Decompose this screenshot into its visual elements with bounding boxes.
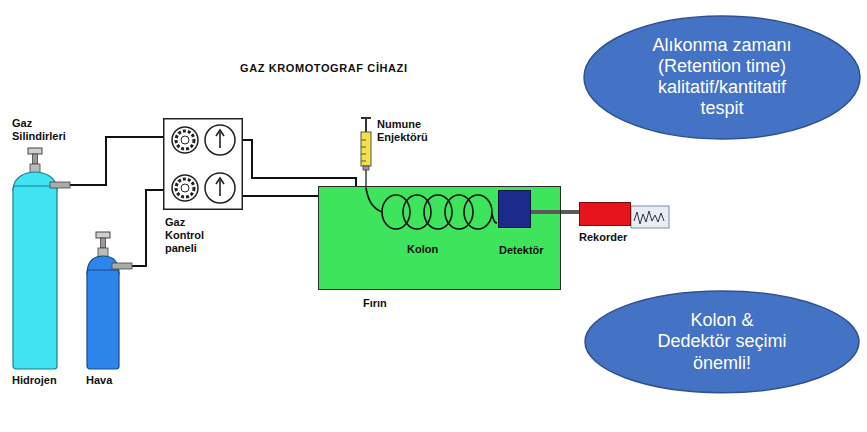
- cylinder-shape: [86, 232, 132, 370]
- cylinder-outlet: [112, 263, 132, 269]
- column-loop: [424, 195, 452, 229]
- node-label: Detektör: [499, 244, 559, 257]
- oven-fill: [318, 186, 561, 290]
- syringe-hub: [363, 166, 369, 170]
- node-label: Hava: [86, 374, 146, 387]
- cylinder-body: [87, 270, 119, 369]
- pipe-connector: [70, 137, 163, 185]
- pipe-connector: [243, 140, 356, 186]
- node-label: Gaz Kontrol paneli: [165, 216, 217, 256]
- cylinder-knob: [28, 148, 42, 154]
- column-loop: [464, 195, 492, 229]
- cylinder-outlet: [50, 182, 70, 188]
- pipe-connector: [132, 190, 163, 266]
- panel-shape: [163, 118, 243, 210]
- oven-box: FırınDetektör: [318, 186, 561, 290]
- note-text-block: Alıkonma zamanı (Retention time) kalitat…: [636, 35, 808, 120]
- node-label: Fırın: [363, 297, 423, 310]
- pipe-connector: [243, 195, 318, 197]
- node-label: Rekorder: [579, 231, 645, 244]
- pipe-connector: [531, 210, 579, 214]
- column-loop: [382, 195, 410, 229]
- syringe-barrel: [361, 132, 371, 166]
- chart-trace: [634, 211, 664, 224]
- regulator-hub: [181, 136, 189, 144]
- gauge-needle: [219, 180, 221, 196]
- diagram-title: GAZ KROMOTOGRAF CİHAZI: [240, 62, 408, 74]
- cylinder-stem: [101, 238, 106, 248]
- pressure-gauge: [205, 173, 235, 203]
- hydrogen-cylinder: Hidrojen: [12, 148, 70, 370]
- column-loop: [403, 195, 431, 229]
- note-ellipse: Kolon & Dedektör seçimi önemli!: [584, 290, 860, 394]
- syringe-marks: [361, 140, 366, 161]
- air-cylinder: Hava: [86, 232, 132, 370]
- part-label: Gaz Silindirleri: [12, 117, 76, 143]
- gauge-needle-head: [216, 130, 224, 136]
- gauge-needle-head: [216, 178, 224, 184]
- syringe-plunger: [365, 118, 367, 132]
- regulator-wheel: [172, 175, 198, 201]
- column-tube: [366, 188, 382, 212]
- syringe: [361, 118, 371, 189]
- regulator-grip: [176, 179, 194, 197]
- cylinder-body: [13, 186, 57, 369]
- cylinder-shape: [12, 148, 70, 370]
- panel-frame: [164, 119, 243, 210]
- regulator-wheel: [172, 127, 198, 153]
- gauge-needle: [219, 132, 221, 148]
- column-coil: [366, 188, 497, 229]
- ellipse-outline: [584, 16, 860, 139]
- chart-paper: [631, 206, 669, 228]
- recorder-box: Rekorder: [579, 202, 631, 226]
- part-label: Kolon: [407, 243, 449, 256]
- recorder-paper: [631, 206, 669, 228]
- gas-control-panel: Gaz Kontrol paneli: [163, 118, 243, 210]
- regulator-hub: [181, 184, 189, 192]
- ellipse-outline: [585, 291, 859, 393]
- cylinder-stem: [33, 154, 38, 164]
- note-ellipse: Alıkonma zamanı (Retention time) kalitat…: [583, 15, 861, 140]
- column-tube: [492, 214, 497, 223]
- detector-box: Detektör: [498, 190, 531, 228]
- note-text: Kolon & Dedektör seçimi önemli!: [653, 310, 791, 374]
- note-text-block: Kolon & Dedektör seçimi önemli!: [653, 310, 791, 374]
- node-label: Hidrojen: [12, 374, 82, 387]
- cylinder-knob: [96, 232, 110, 238]
- note-text: Alıkonma zamanı (Retention time) kalitat…: [636, 35, 808, 120]
- pressure-gauge: [205, 125, 235, 155]
- part-label: Numune Enjektörü: [377, 118, 441, 144]
- regulator-grip: [176, 131, 194, 149]
